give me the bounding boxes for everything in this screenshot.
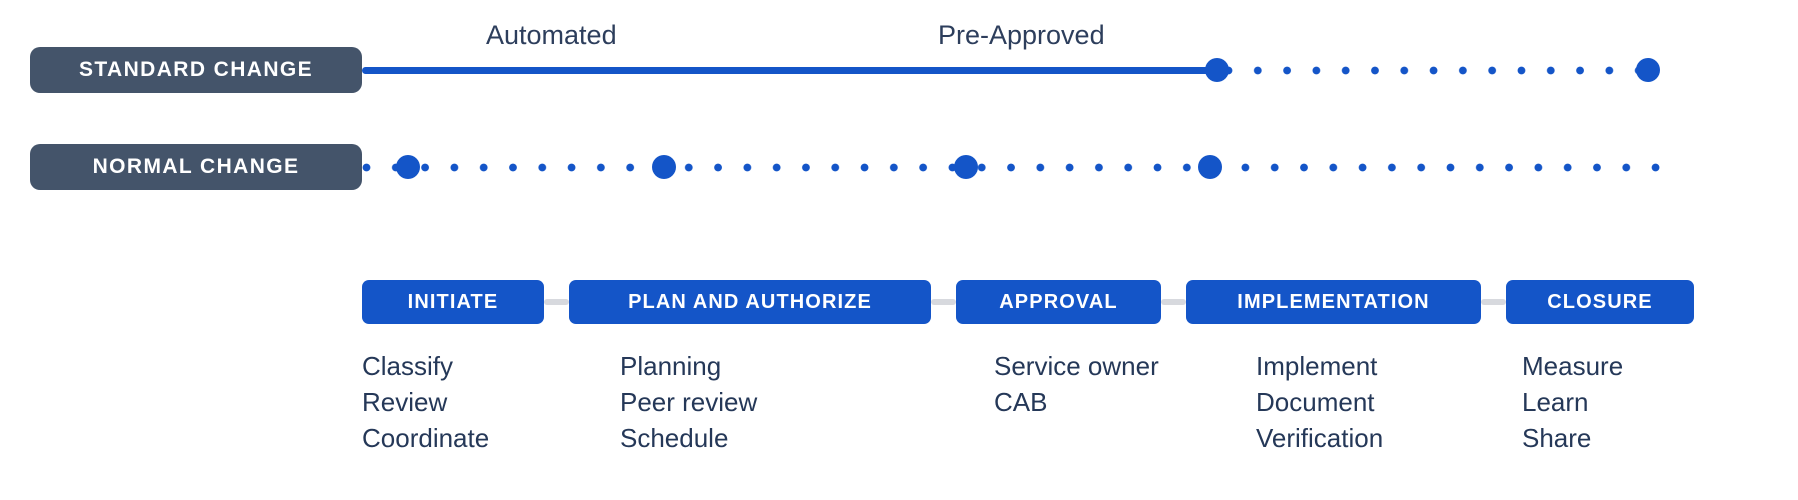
annotation-pre-approved: Pre-Approved — [938, 20, 1105, 50]
stage-chip-initiate[interactable]: INITIATE — [362, 280, 544, 324]
lane-label-normal-change: NORMAL CHANGE — [30, 144, 362, 190]
stage-connector-2 — [1161, 299, 1186, 305]
standard-node-marker — [1205, 58, 1229, 82]
detail-item: Measure — [1522, 351, 1624, 381]
stage-connector-1 — [931, 299, 956, 305]
detail-item: Service owner — [994, 351, 1159, 381]
stage-chip-closure[interactable]: CLOSURE — [1506, 280, 1694, 324]
normal-node-marker — [1198, 155, 1222, 179]
stage-chip-approval[interactable]: APPROVAL — [956, 280, 1161, 324]
detail-item: CAB — [994, 387, 1048, 417]
normal-node-marker — [954, 155, 978, 179]
standard-node-marker — [1636, 58, 1660, 82]
stage-connector-0 — [544, 299, 569, 305]
normal-node-marker — [652, 155, 676, 179]
detail-item: Learn — [1522, 387, 1589, 417]
detail-item: Share — [1522, 423, 1592, 453]
detail-item: Peer review — [620, 387, 758, 417]
detail-item: Planning — [620, 351, 722, 381]
annotation-automated: Automated — [486, 20, 617, 50]
lane-track-standard-change — [362, 58, 1672, 82]
standard-dotted-segment — [1224, 66, 1654, 75]
lane-track-normal-change — [362, 155, 1672, 179]
detail-item: Review — [362, 387, 448, 417]
stage-chip-plan_and_authorize[interactable]: PLAN AND AUTHORIZE — [569, 280, 931, 324]
detail-item: Classify — [362, 351, 454, 381]
normal-dotted-segment — [362, 163, 1664, 172]
detail-item: Coordinate — [362, 423, 490, 453]
lane-label-standard-change: STANDARD CHANGE — [30, 47, 362, 93]
normal-node-marker — [396, 155, 420, 179]
stage-band: INITIATE PLAN AND AUTHORIZE APPROVAL IMPLEM… — [362, 280, 1694, 324]
detail-item: Schedule — [620, 423, 729, 453]
stage-chip-implementation[interactable]: IMPLEMENTATION — [1186, 280, 1481, 324]
detail-item: Implement — [1256, 351, 1378, 381]
detail-item: Document — [1256, 387, 1375, 417]
stage-connector-3 — [1481, 299, 1506, 305]
standard-solid-segment — [362, 67, 1217, 74]
detail-item: Verification — [1256, 423, 1384, 453]
